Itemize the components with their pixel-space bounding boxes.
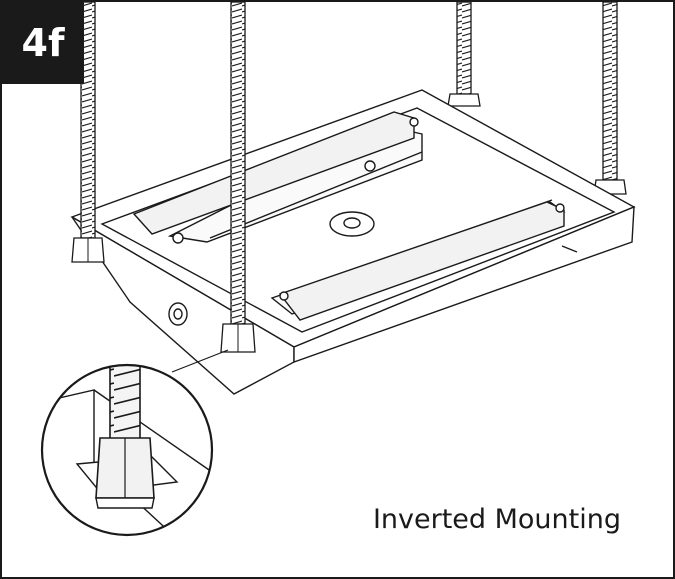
threaded-rod-back-left [447, 2, 481, 107]
callout-leader-line [171, 349, 229, 373]
caption-label: Inverted Mounting [372, 504, 621, 535]
threaded-rod-front-left [71, 2, 105, 263]
step-number-badge: 4f [2, 2, 84, 84]
detail-magnifier [40, 363, 214, 537]
light-fixture [70, 89, 636, 395]
threaded-rod-front-center [220, 2, 256, 353]
threaded-rod-back-right [593, 2, 627, 195]
